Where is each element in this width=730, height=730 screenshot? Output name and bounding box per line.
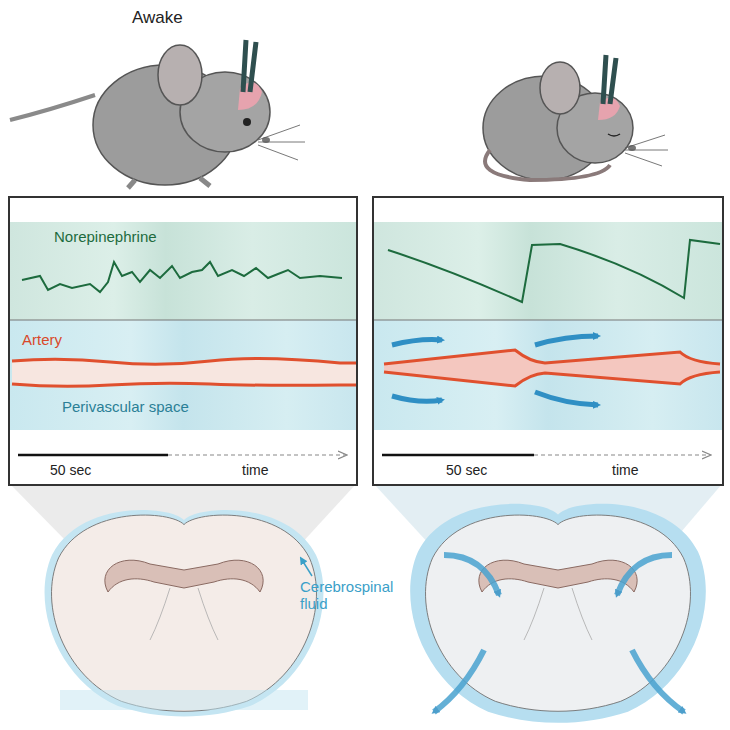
axis-label: time [612, 462, 638, 478]
brain-section-sleep [410, 504, 706, 723]
space-label: Perivascular space [62, 398, 189, 415]
brain-section-awake [45, 510, 324, 717]
sleeping-mouse [483, 55, 668, 180]
awake-mouse [10, 40, 305, 188]
axis-label: time [242, 462, 268, 478]
vessel-label: Artery [22, 331, 62, 348]
signal-label: Norepinephrine [54, 228, 157, 245]
panel-box: NorepinephrineArteryPerivascular space 50… [8, 196, 358, 486]
fluid-label: Cerebrospinal fluid [300, 578, 400, 613]
scale-label: 50 sec [446, 462, 487, 478]
panel-box: 50 sec time [372, 196, 724, 486]
state-label: Awake [132, 8, 183, 28]
scale-label: 50 sec [50, 462, 91, 478]
